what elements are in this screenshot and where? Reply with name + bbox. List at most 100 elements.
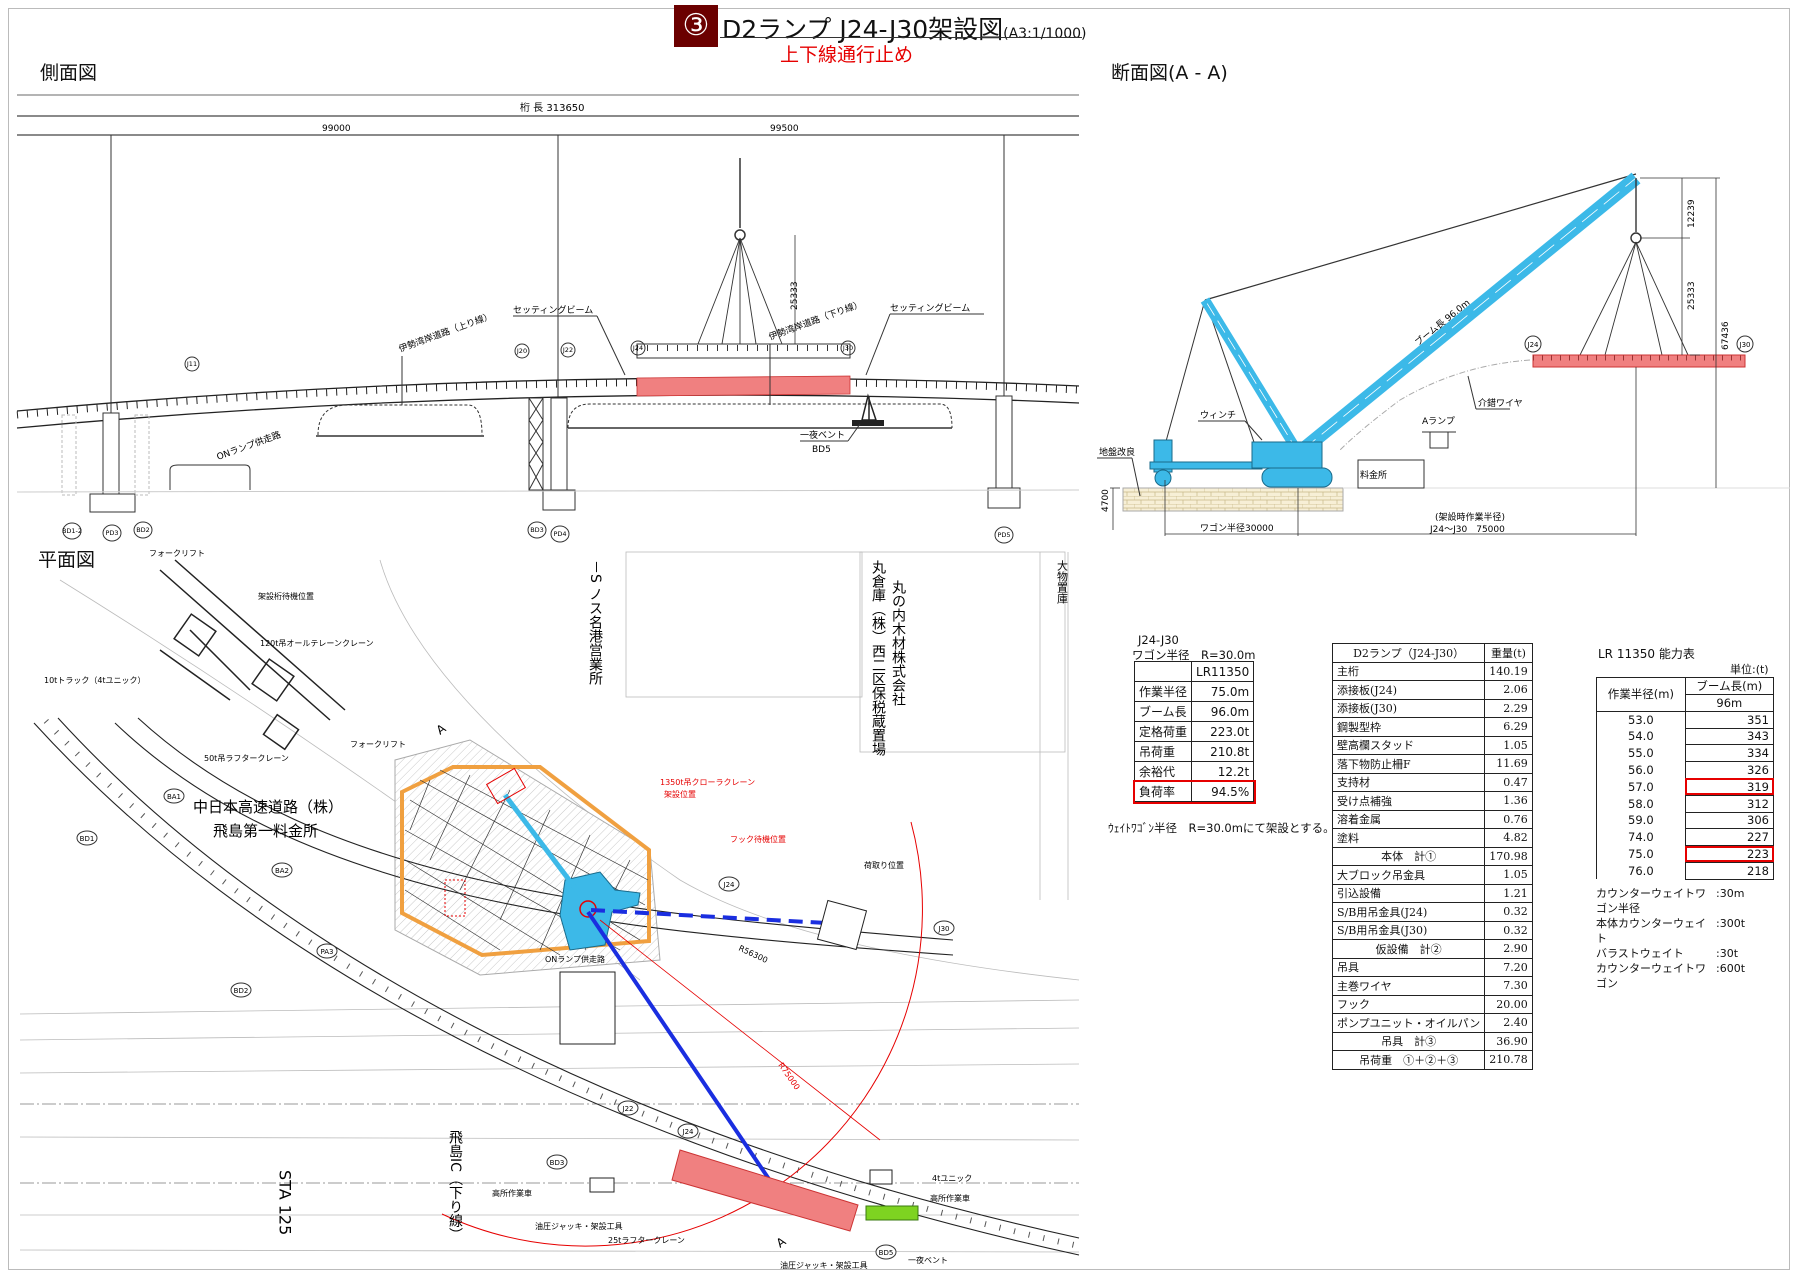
section-view: 12239 25333 67436 4700 ワゴン半径30000 (架設時作業… <box>1097 172 1790 536</box>
summary-empty-cell <box>1133 661 1193 682</box>
side-view: 桁 長 313650 99000 99500 25333 <box>16 94 1080 544</box>
weight-item: 塗料 <box>1331 828 1486 848</box>
warehouse-label: 丸倉庫（株）西二区保税蔵置場 <box>870 560 886 756</box>
traffic-closure-note: 上下線通行止め <box>780 44 914 66</box>
marker-bd5: BD5 <box>879 1249 894 1257</box>
tobishima-ic-label: 飛島IC（下り線） <box>447 1130 463 1242</box>
title-underline <box>720 37 1082 38</box>
pendant-cable <box>1204 173 1637 301</box>
capacity-radius: 58.0 <box>1596 795 1686 813</box>
on-ramp-label: ONランプ供走路 <box>215 428 283 462</box>
capacity-radius: 59.0 <box>1596 812 1686 829</box>
title-scale: (A3:1/1000) <box>1003 26 1087 42</box>
sta-label: STA 125 <box>276 1170 295 1235</box>
weight-value: 7.20 <box>1484 957 1533 977</box>
weight-value: 2.06 <box>1484 680 1533 700</box>
truck-10t-label: 10tトラック（4tユニック） <box>44 676 146 685</box>
a-ramp-pier <box>1422 431 1456 449</box>
weight-value: 1.21 <box>1484 883 1533 903</box>
ground-improvement-pad <box>1122 487 1344 512</box>
tagline-label: 介錯ワイヤ <box>1478 397 1523 409</box>
girder-wait-label: 架設桁待機位置 <box>258 591 314 601</box>
weight-value: 0.47 <box>1484 772 1533 792</box>
weight-item: 本体 計① <box>1331 846 1486 866</box>
girder-length: 桁 長 313650 <box>520 101 585 114</box>
ground-improvement-label: 地盤改良 <box>1099 446 1135 458</box>
crane-25t-label: 25tラフタークレーン <box>608 1236 685 1245</box>
weight-item: 吊荷重 ①＋②＋③ <box>1331 1050 1486 1070</box>
marker-bd3: BD3 <box>550 1159 565 1167</box>
capacity-radius: 54.0 <box>1596 728 1686 745</box>
weight-item: ポンプユニット・オイルパン <box>1331 1013 1486 1033</box>
marunouchi-label: 丸の内木材株式会社 <box>890 580 906 706</box>
pickup-label: 荷取り位置 <box>864 860 904 870</box>
summary-label: 作業半径 <box>1133 681 1193 702</box>
plan-target-girder <box>671 1149 859 1232</box>
capacity-load: 326 <box>1684 761 1775 779</box>
summary-header-row: LR11350 <box>1133 661 1255 682</box>
weight-item: 鋼製型枠 <box>1331 717 1486 737</box>
capacity-note-value: :30t <box>1716 947 1739 960</box>
capacity-load: 334 <box>1684 744 1775 763</box>
capacity-radius: 56.0 <box>1596 761 1686 779</box>
capacity-load: 218 <box>1684 861 1775 880</box>
a-ramp-label: Aランプ <box>1422 416 1455 427</box>
weight-value: 1.05 <box>1484 735 1533 755</box>
weight-item: 主桁 <box>1331 661 1486 681</box>
weight-item: 吊具 計③ <box>1331 1031 1486 1051</box>
page-title: D2ランプ J24-J30架設図(A3:1/1000) <box>722 10 1087 46</box>
weight-value: 2.29 <box>1484 698 1533 718</box>
forklift-label-2: フォークリフト <box>350 740 406 749</box>
weight-header-item: D2ランプ（J24-J30） <box>1331 643 1486 663</box>
joint-j22: J22 <box>562 346 573 354</box>
capacity-unit: 単位:(t) <box>1730 663 1769 676</box>
section-girder <box>1532 354 1746 368</box>
crane-model: LR11350 <box>1191 661 1255 682</box>
radius-r75000-arc <box>441 821 923 1247</box>
summary-label: 定格荷重 <box>1133 721 1193 742</box>
weight-value: 0.76 <box>1484 809 1533 829</box>
weight-item: S/B用吊金具(J30) <box>1331 920 1486 940</box>
weight-value: 36.90 <box>1484 1031 1533 1051</box>
setting-beam-right: セッティングビーム <box>890 302 970 314</box>
weight-row: 添接板(J24)2.06 <box>1331 680 1533 700</box>
joint-j11: J11 <box>186 360 197 368</box>
marker-j22: J22 <box>622 1105 634 1113</box>
joint-j30: J30 <box>842 344 853 352</box>
crawler-position-label: 架設位置 <box>664 789 696 799</box>
weight-value: 20.00 <box>1484 994 1533 1014</box>
overnight-bent-label: 一夜ベント <box>800 429 845 441</box>
pier-pd3: PD3 <box>105 529 118 537</box>
capacity-load: 223 <box>1684 845 1775 863</box>
weight-item: 支持材 <box>1331 772 1486 792</box>
capacity-note-value: :300t <box>1716 917 1746 930</box>
nexco-label: 中日本高速道路（株） <box>193 798 343 816</box>
marker-j30-plan: J30 <box>938 925 950 933</box>
wagon-radius-dim: ワゴン半径30000 <box>1200 522 1274 534</box>
pier-bd3: BD3 <box>530 526 544 534</box>
section-j24: J24 <box>1527 341 1540 349</box>
joint-j20: J20 <box>516 347 527 355</box>
weight-item: 壁高欄スタッド <box>1331 735 1486 755</box>
toll-booth <box>1357 459 1425 489</box>
span-left: 99000 <box>322 124 351 134</box>
marker-ba1: BA1 <box>167 793 181 801</box>
